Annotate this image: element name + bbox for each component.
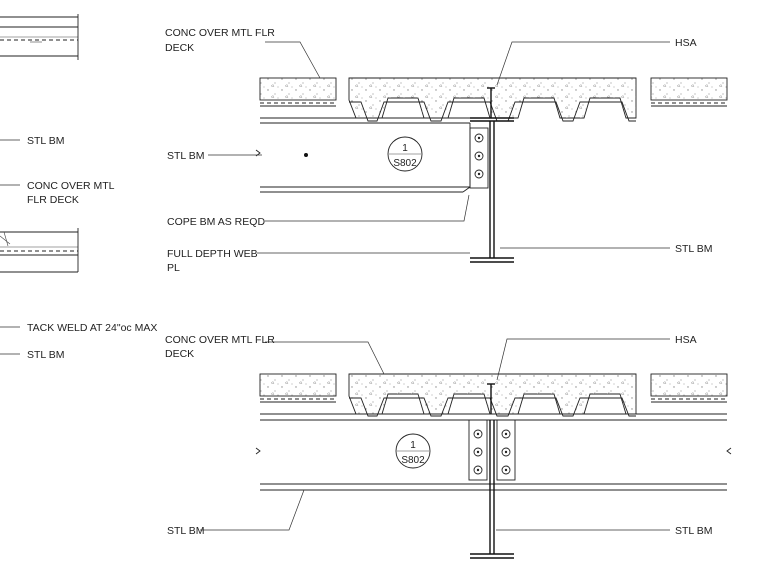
left-conc-label-line2: FLR DECK	[27, 194, 79, 206]
top-cope-label: COPE BM AS REQD	[167, 216, 265, 228]
top-conc-label-line1: CONC OVER MTL FLR	[165, 27, 275, 39]
top-conc-label-line2: DECK	[165, 42, 194, 54]
bolt-group	[474, 133, 484, 179]
left-stl-bm-label-2: STL BM	[27, 349, 65, 361]
left-partial-detail: STL BM CONC OVER MTL FLR DECK TACK WELD …	[0, 14, 157, 361]
top-detail: 1 S802 CONC OVER MTL FLR DECK HSA STL BM…	[165, 27, 728, 274]
bot-conc-label-line2: DECK	[165, 348, 194, 360]
top-web-pl-label-line2: PL	[167, 262, 180, 274]
bot-stl-bm-left-label: STL BM	[167, 525, 205, 537]
detail-sheet: S802	[393, 158, 417, 169]
left-conc-label-line1: CONC OVER MTL	[27, 180, 115, 192]
top-web-pl-label-line1: FULL DEPTH WEB	[167, 248, 258, 260]
detail-number: 1	[402, 143, 408, 154]
detail-reference-bubble[interactable]: 1 S802	[387, 136, 423, 172]
detail-number-2: 1	[410, 440, 416, 451]
top-stl-bm-right-label: STL BM	[675, 243, 713, 255]
left-stl-bm-label: STL BM	[27, 135, 65, 147]
bolt-group-double	[473, 429, 511, 475]
bot-hsa-label: HSA	[675, 334, 697, 346]
detail-reference-bubble-2[interactable]: 1 S802	[395, 433, 431, 469]
detail-sheet-2: S802	[401, 455, 425, 466]
top-stl-bm-left-label: STL BM	[167, 150, 205, 162]
bot-conc-label-line1: CONC OVER MTL FLR	[165, 334, 275, 346]
bot-stl-bm-right-label: STL BM	[675, 525, 713, 537]
bottom-detail: 1 S802 CONC OVER MTL FLR DECK HSA STL BM…	[165, 334, 732, 559]
top-hsa-label: HSA	[675, 37, 697, 49]
left-tack-weld-label: TACK WELD AT 24"oc MAX	[27, 322, 157, 334]
